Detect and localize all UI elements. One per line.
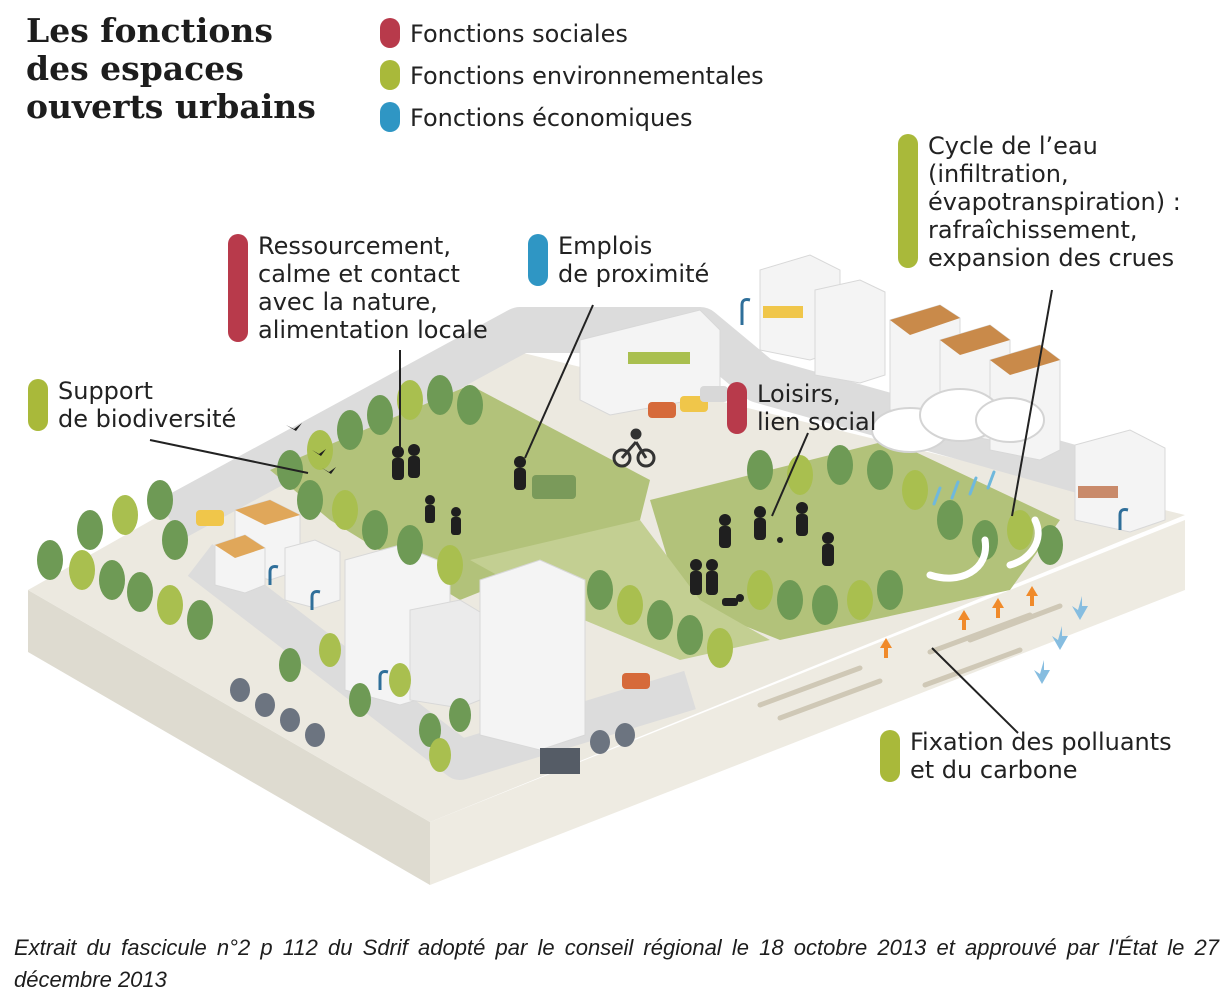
economic-color-bar — [528, 234, 548, 286]
social-color-swatch — [380, 18, 400, 48]
social-color-bar — [228, 234, 248, 342]
streetlamp-icon — [268, 298, 1129, 690]
arrow-down-icon — [1034, 596, 1088, 684]
legend: Fonctions sociales Fonctions environneme… — [380, 18, 764, 144]
arrow-up-icon — [880, 586, 1038, 658]
road-lower — [187, 544, 696, 780]
title-line: Les fonctions — [26, 11, 273, 50]
callout-line: Fixation des polluants — [910, 728, 1172, 756]
car-icon — [196, 386, 728, 689]
water-cycle-swirl — [926, 516, 1042, 582]
environmental-color-bar — [28, 379, 48, 431]
callout-line: de proximité — [558, 260, 710, 288]
callout-line: Emplois — [558, 232, 653, 260]
environmental-color-bar — [880, 730, 900, 782]
page-title: Les fonctions des espaces ouverts urbain… — [26, 12, 356, 126]
callout-line: Loisirs, — [757, 380, 841, 408]
callout-line: expansion des crues — [928, 244, 1175, 272]
person-icon — [392, 444, 834, 595]
tree-icon — [37, 375, 1063, 772]
legend-item-environmental: Fonctions environnementales — [380, 60, 764, 102]
callout-line: calme et contact — [258, 260, 460, 288]
environmental-color-swatch — [380, 60, 400, 90]
parking-openings — [230, 678, 635, 774]
soil-strata — [757, 603, 1063, 721]
title-line: ouverts urbains — [26, 87, 316, 126]
callout-line: lien social — [757, 408, 877, 436]
water-drop-icon — [932, 470, 996, 506]
legend-item-economic: Fonctions économiques — [380, 102, 764, 144]
economic-color-swatch — [380, 102, 400, 132]
legend-item-social: Fonctions sociales — [380, 18, 764, 60]
callout-line: (infiltration, — [928, 160, 1069, 188]
legend-label: Fonctions économiques — [410, 104, 693, 132]
callout-line: évapotranspiration) : — [928, 188, 1181, 216]
cyclist-icon — [612, 428, 656, 468]
environmental-color-bar — [898, 134, 918, 268]
callout-line: Ressourcement, — [258, 232, 451, 260]
callout-line: avec la nature, — [258, 288, 438, 316]
title-line: des espaces — [26, 49, 244, 88]
callout-line: Cycle de l’eau — [928, 132, 1098, 160]
callout-line: Support — [58, 377, 153, 405]
legend-label: Fonctions environnementales — [410, 62, 764, 90]
ground-block-front — [28, 590, 430, 885]
legend-label: Fonctions sociales — [410, 20, 628, 48]
callout-line: alimentation locale — [258, 316, 488, 344]
callout-line: de biodiversité — [58, 405, 237, 433]
callout-line: rafraîchissement, — [928, 216, 1138, 244]
social-color-bar — [727, 382, 747, 434]
callout-leader-lines — [149, 289, 1053, 734]
dog-icon — [722, 594, 744, 606]
callout-line: et du carbone — [910, 756, 1078, 784]
source-caption: Extrait du fascicule n°2 p 112 du Sdrif … — [14, 935, 1219, 992]
bird-icon — [286, 423, 336, 474]
